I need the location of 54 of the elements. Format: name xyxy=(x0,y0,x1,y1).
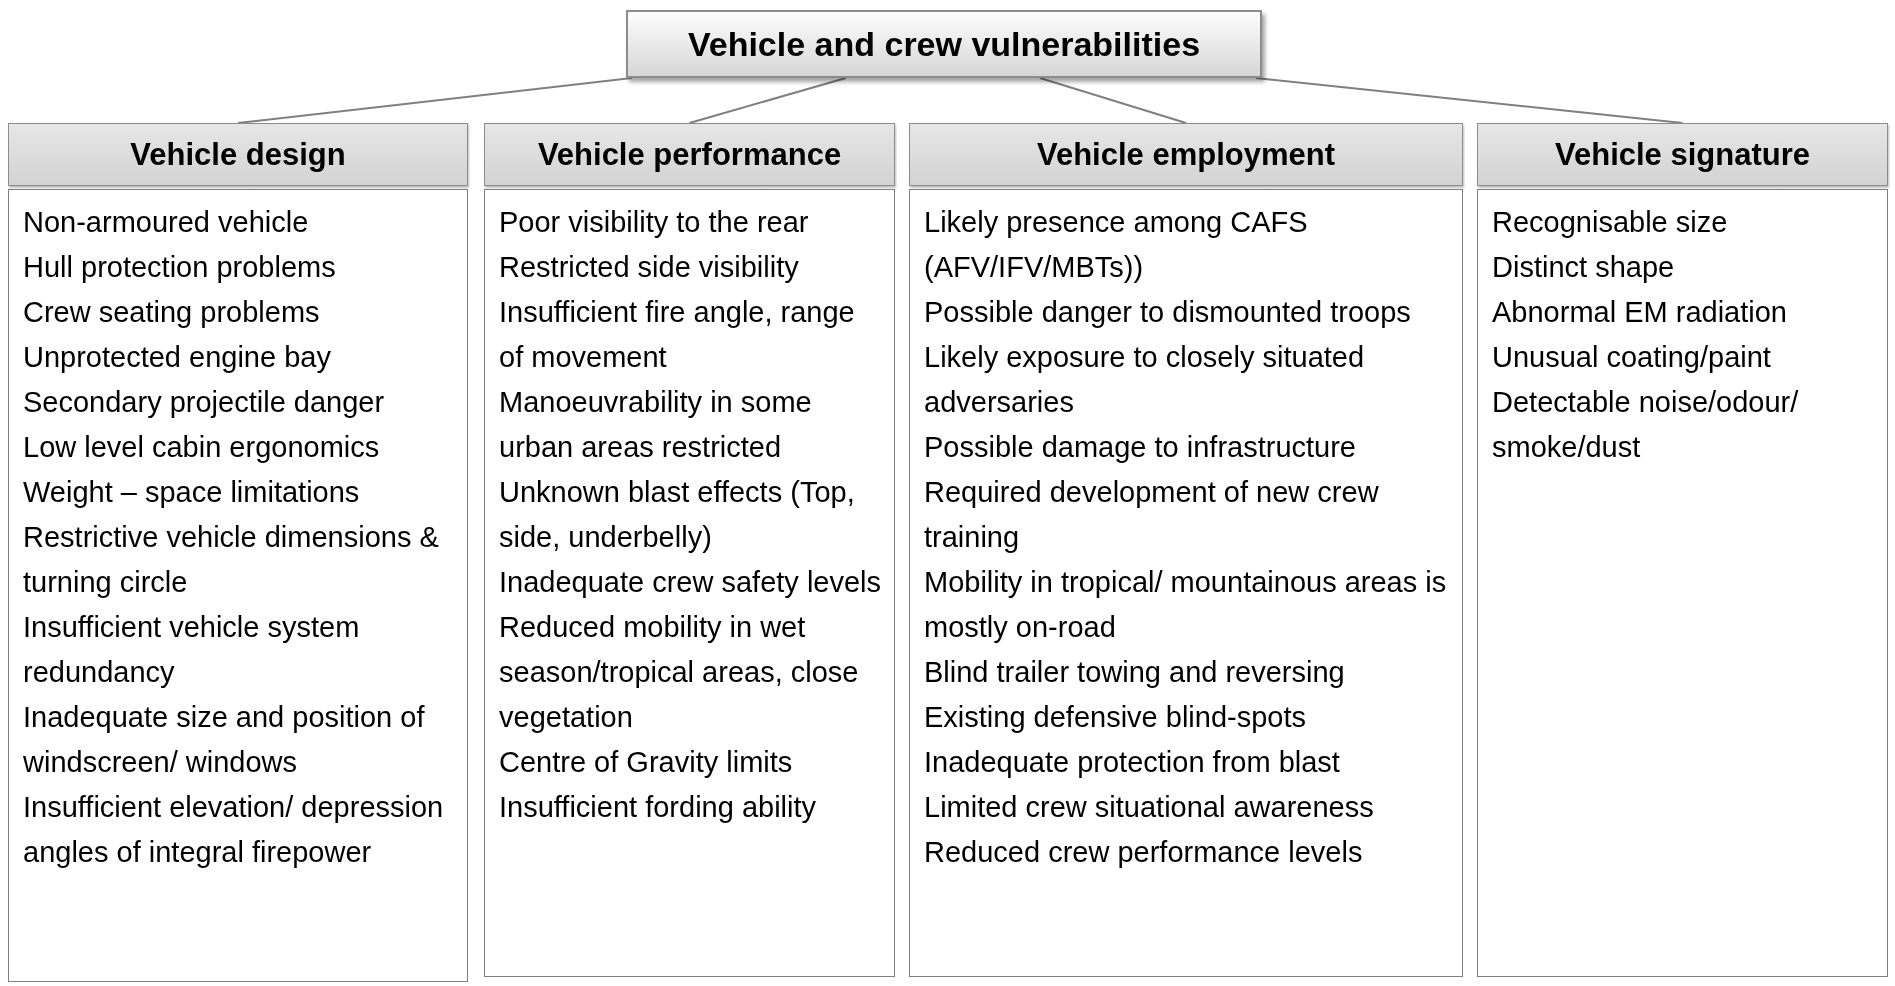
category-header xyxy=(1477,123,1888,186)
list-item: Hull protection problems xyxy=(23,250,336,285)
list-item: Reduced crew performance levels xyxy=(924,835,1363,870)
list-item: Non-armoured vehicle xyxy=(23,205,309,240)
list-item: Poor visibility to the rear xyxy=(499,205,809,240)
header-text: Vehicle employment xyxy=(1036,136,1336,173)
list-item: Insufficient fording ability xyxy=(499,790,817,825)
list-box xyxy=(8,189,468,982)
category-header xyxy=(8,123,468,186)
list-item: Likely exposure to closely situated adversaries xyxy=(924,340,1366,420)
list-item: Restrictive vehicle dimensions & turning circle xyxy=(23,520,440,600)
title-text: Vehicle and crew vulnerabilities xyxy=(687,24,1201,64)
header-text: Vehicle signature xyxy=(1555,136,1810,173)
list-item: Centre of Gravity limits xyxy=(499,745,793,780)
list-item: Required development of new crew training xyxy=(924,475,1380,555)
list-item: Limited crew situational awareness xyxy=(924,790,1374,825)
list-item: Reduced mobility in wet season/tropical areas, close vegetation xyxy=(499,610,860,735)
list-item: Low level cabin ergonomics xyxy=(23,430,380,465)
list-item: Inadequate protection from blast xyxy=(924,745,1340,780)
list-item: Insufficient fire angle, range of movement xyxy=(499,295,856,375)
list-item: Weight – space limitations xyxy=(23,475,360,510)
header-text: Vehicle performance xyxy=(537,136,842,173)
list-item: Distinct shape xyxy=(1492,250,1675,285)
list-item: Detectable noise/odour/ smoke/dust xyxy=(1492,385,1800,465)
list-item: Possible danger to dismounted troops xyxy=(924,295,1411,330)
list-item: Inadequate crew safety levels xyxy=(499,565,882,600)
connector-line xyxy=(1039,77,1187,124)
list-item: Inadequate size and position of windscreen/ windows xyxy=(23,700,426,780)
list-box xyxy=(484,189,895,977)
connector-line xyxy=(688,77,847,124)
connector-line xyxy=(237,77,633,124)
list-item: Possible damage to infrastructure xyxy=(924,430,1356,465)
list-item: Insufficient vehicle system redundancy xyxy=(23,610,361,690)
list-item: Abnormal EM radiation xyxy=(1492,295,1787,330)
list-item: Crew seating problems xyxy=(23,295,320,330)
list-item: Recognisable size xyxy=(1492,205,1728,240)
list-box xyxy=(909,189,1463,977)
category-header xyxy=(484,123,895,186)
list-item: Unprotected engine bay xyxy=(23,340,331,375)
list-item: Existing defensive blind-spots xyxy=(924,700,1307,735)
list-item: Unknown blast effects (Top, side, underbelly) xyxy=(499,475,856,555)
connector-line xyxy=(1255,77,1684,124)
list-item: Insufficient elevation/ depression angles of integral firepower xyxy=(23,790,445,870)
title-box xyxy=(626,10,1262,78)
list-box xyxy=(1477,189,1888,977)
category-header xyxy=(909,123,1463,186)
list-item: Mobility in tropical/ mountainous areas is mostly on-road xyxy=(924,565,1448,645)
list-item: Likely presence among CAFS (AFV/IFV/MBTs)) xyxy=(924,205,1309,285)
list-item: Manoeuvrability in some urban areas restricted xyxy=(499,385,813,465)
list-item: Secondary projectile danger xyxy=(23,385,385,420)
list-item: Restricted side visibility xyxy=(499,250,799,285)
list-item: Blind trailer towing and reversing xyxy=(924,655,1345,690)
header-text: Vehicle design xyxy=(130,136,346,173)
list-item: Unusual coating/paint xyxy=(1492,340,1771,375)
